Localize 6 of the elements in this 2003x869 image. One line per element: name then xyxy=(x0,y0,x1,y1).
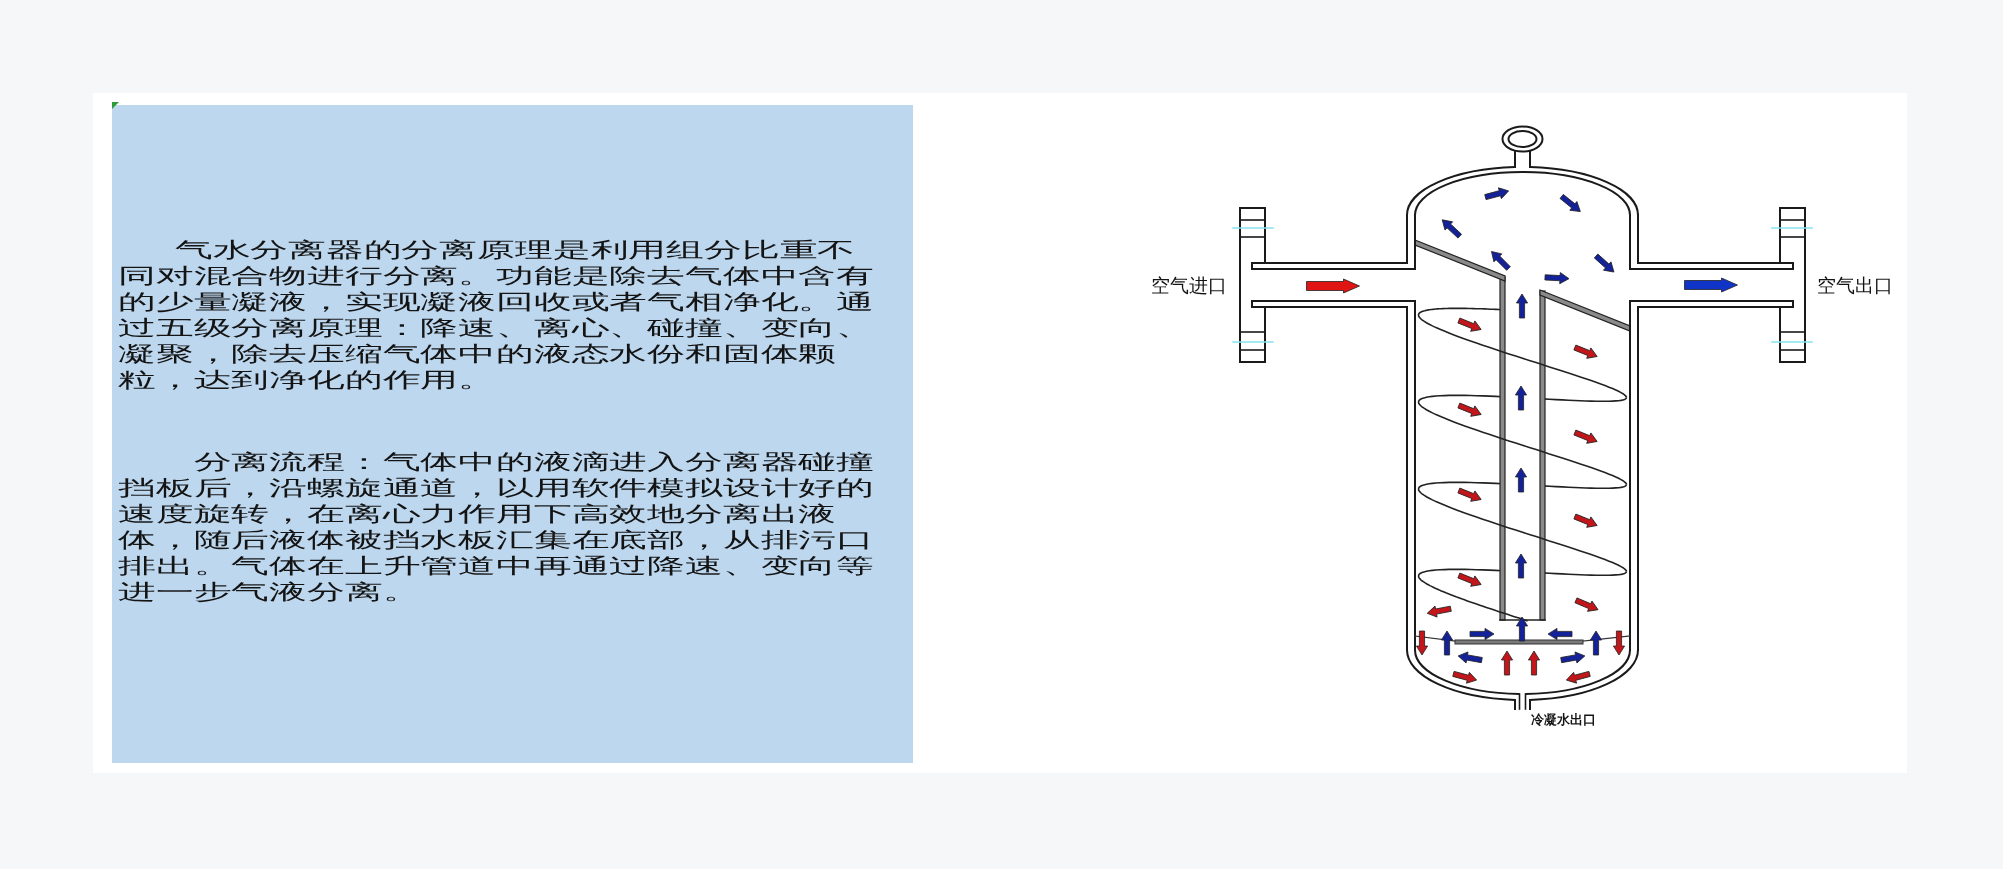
inlet-label: 空气进口 xyxy=(1151,275,1227,297)
paragraph: 分离流程：气体中的液滴进入分离器碰撞挡板后，沿螺旋通道，以用软件模拟设计好的速度旋转，在离心力作用下高效地分离出液体，随后液体被挡水板汇集在底部，从排污口排出。气体在上升管道中再通过降速、变向等进一步气液分离。 xyxy=(118,449,875,605)
text-panel xyxy=(112,105,913,763)
drain-label: 冷凝水出口 xyxy=(1531,712,1596,727)
paragraph: 气水分离器的分离原理是利用组分比重不同对混合物进行分离。功能是除去气体中含有的少量凝液，实现凝液回收或者气相净化。通过五级分离原理：降速、离心、碰撞、变向、凝聚，除去压缩气体中的液态水份和固体颗粒，达到净化的作用。 xyxy=(118,237,875,393)
outlet-label: 空气出口 xyxy=(1817,275,1893,297)
